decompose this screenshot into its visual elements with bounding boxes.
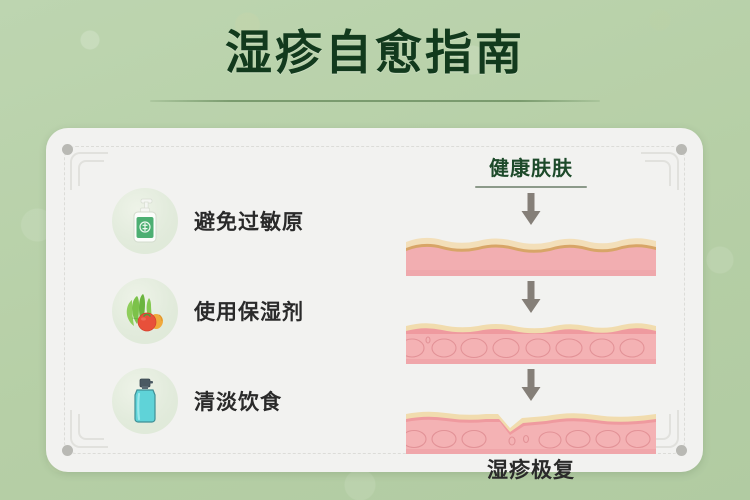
skin-progression-diagram: 健康肤肤 (381, 152, 681, 482)
list-item[interactable]: 避免过敏原 (112, 176, 372, 266)
list-item[interactable]: 使用保湿剂 (112, 266, 372, 356)
corner-ornament-top-left (54, 136, 112, 194)
diagram-footer: 湿疹极复 (487, 458, 575, 482)
skin-stage-healthy (406, 237, 656, 276)
tip-icon-badge (112, 188, 178, 254)
corner-ornament-bottom-left (54, 406, 112, 464)
corner-bracket-outer-icon (70, 410, 108, 448)
page-title-wrap: 湿疹自愈指南 (0, 28, 750, 80)
skin-stage-inflamed (406, 323, 656, 364)
title-divider (150, 100, 600, 102)
list-item-label: 使用保湿剂 (194, 300, 304, 324)
tip-icon-badge (112, 278, 178, 344)
tips-list: 避免过敏原 (112, 176, 372, 446)
diagram-header-underline (475, 186, 587, 188)
corner-bracket-outer-icon (70, 152, 108, 190)
corner-dot-icon (62, 144, 73, 155)
down-arrow-icon (521, 281, 541, 313)
spray-bottle-icon (134, 378, 156, 423)
content-card: 避免过敏原 (46, 128, 703, 482)
diagram-header: 健康肤肤 (489, 156, 573, 180)
tip-icon-badge (112, 368, 178, 434)
list-item[interactable]: 清淡饮食 (112, 356, 372, 446)
corner-bracket-inner-icon (78, 414, 104, 440)
corner-bracket-inner-icon (78, 160, 104, 186)
down-arrow-icon (521, 369, 541, 401)
page-title: 湿疹自愈指南 (225, 26, 525, 81)
pump-bottle-icon (133, 198, 157, 243)
vegetables-icon (126, 294, 163, 332)
down-arrow-icon (521, 193, 541, 225)
corner-dot-icon (62, 445, 73, 456)
list-item-label: 避免过敏原 (194, 210, 304, 234)
skin-stage-cracked (406, 411, 656, 454)
list-item-label: 清淡饮食 (194, 390, 282, 414)
